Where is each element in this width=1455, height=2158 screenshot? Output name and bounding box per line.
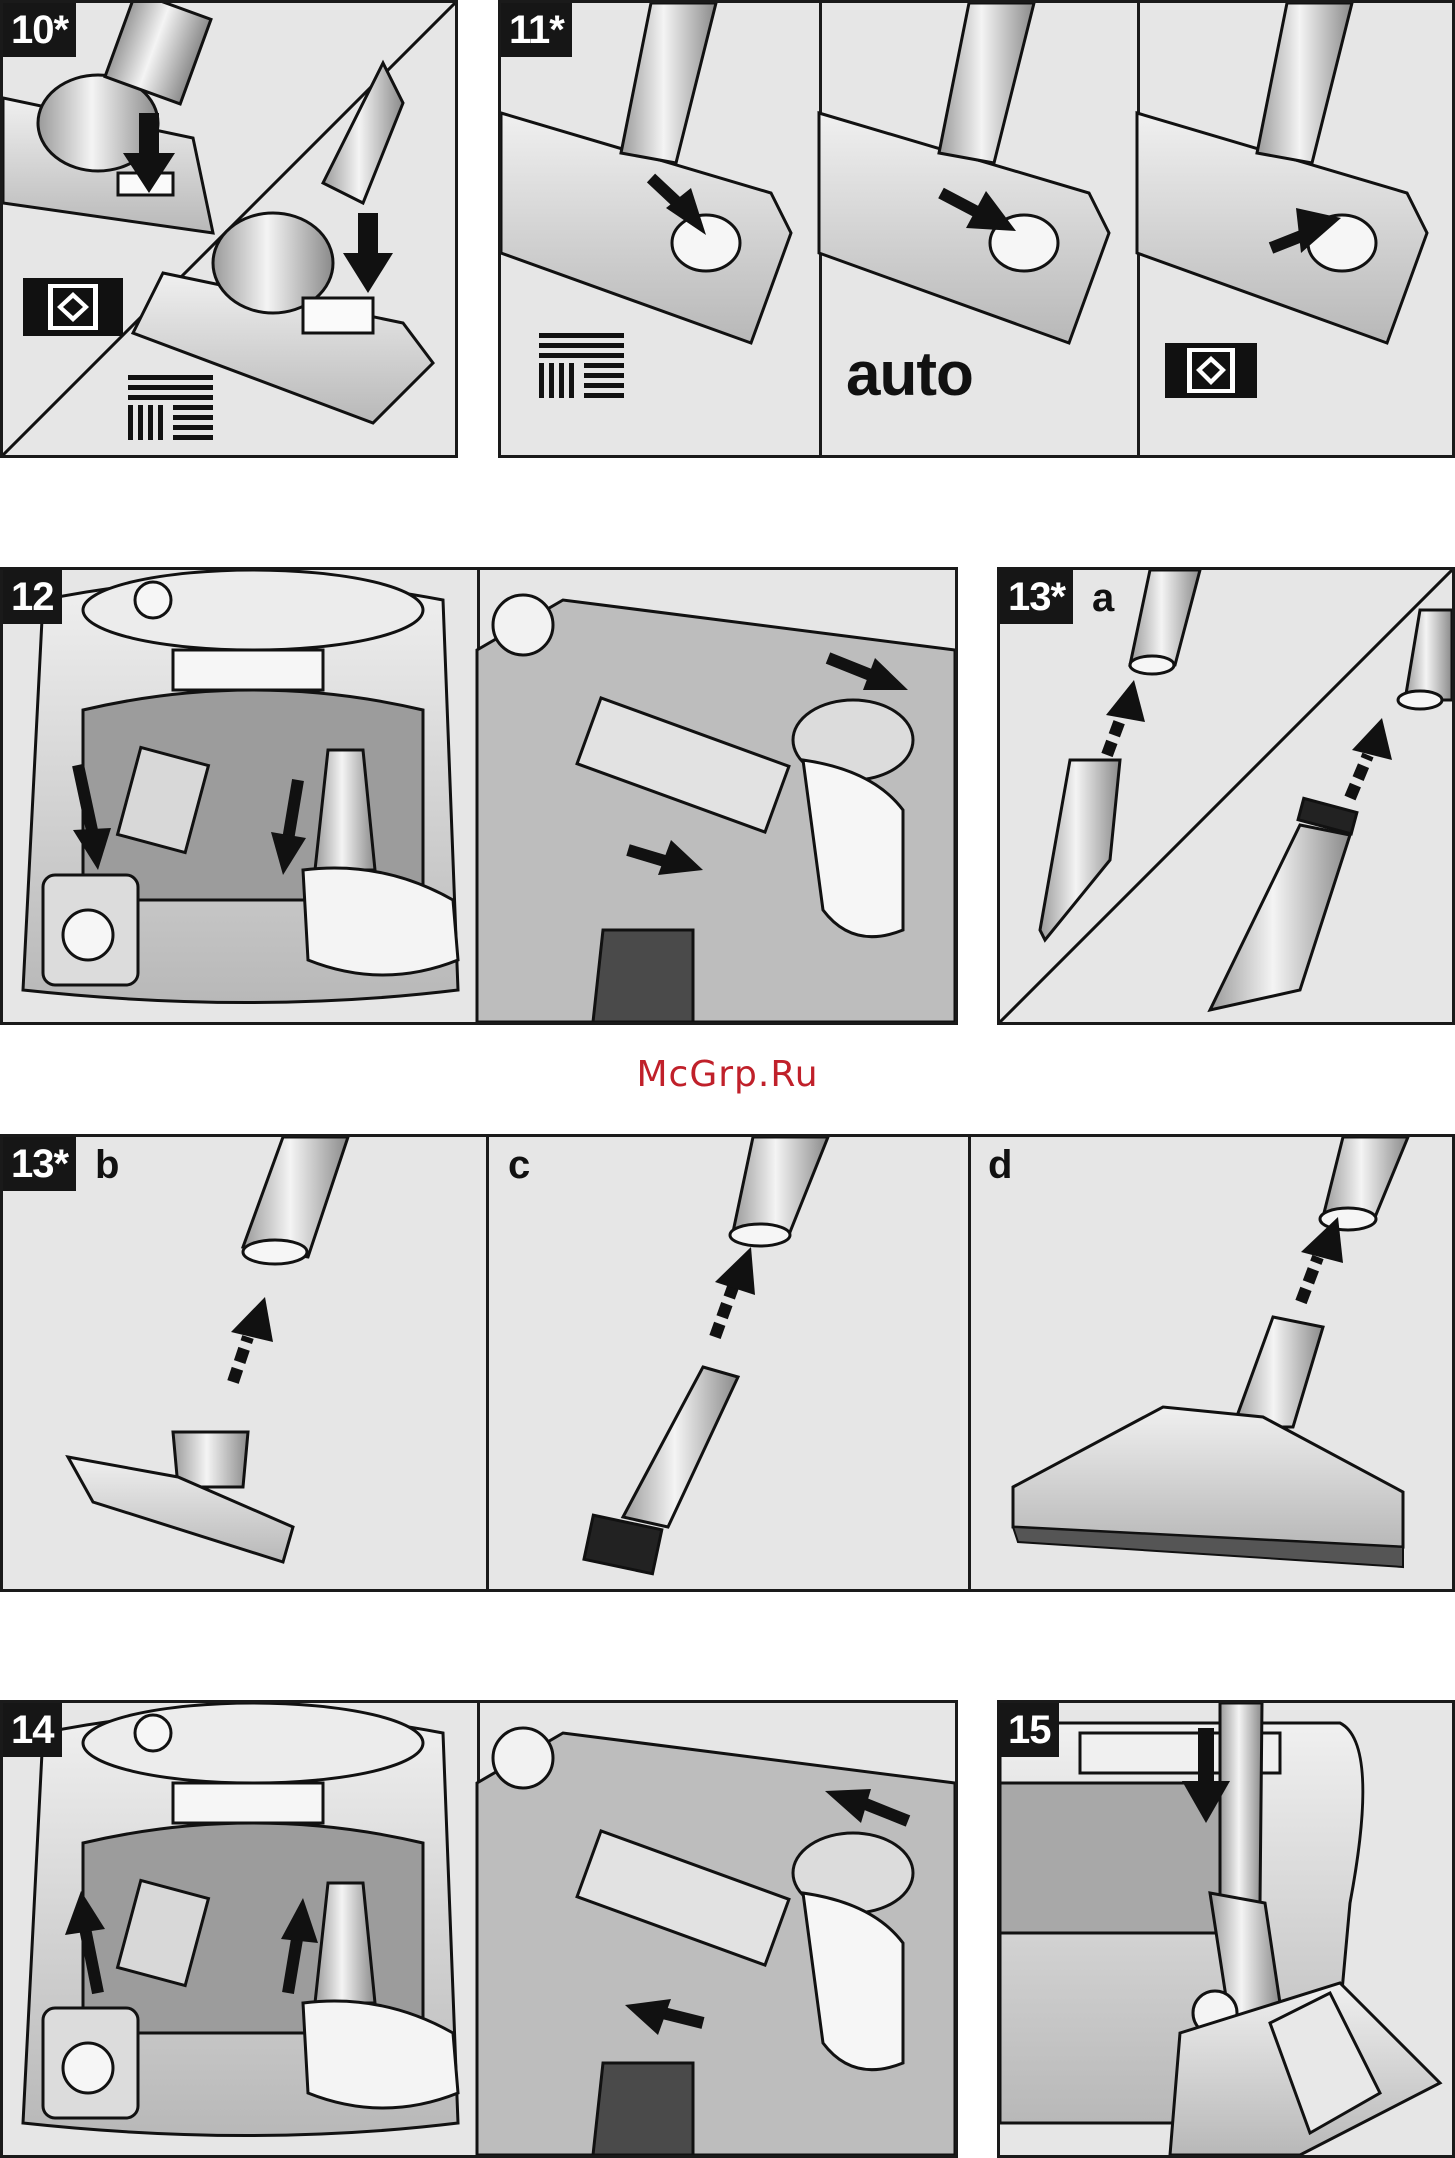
hard-floor-mode-icon [3,3,455,455]
watermark-text: McGrp.Ru [0,1054,1455,1095]
arrow-icon [1000,1703,1452,2155]
figure-number: 13* [3,1137,76,1191]
arrow-icon [1000,570,1452,1022]
figure-number: 14 [3,1703,62,1757]
carpet-mode-icon [501,3,1452,455]
sub-figure-label: d [988,1143,1012,1188]
figure-11-panel: auto 11* [498,0,1455,458]
figure-15-panel: 15 [997,1700,1455,2158]
figure-14-panel: 14 [0,1700,958,2158]
sub-figure-label: a [1092,576,1114,621]
auto-mode-label: auto [846,339,973,410]
figure-number: 10* [3,3,76,57]
sub-figure-label: b [95,1143,119,1188]
figure-number: 12 [3,570,62,624]
figure-number: 13* [1000,570,1073,624]
arrow-icon [3,1137,1452,1589]
sub-figure-label: c [508,1143,530,1188]
figure-13bcd-panel: 13* b c d [0,1134,1455,1592]
arrow-icon [3,570,955,1022]
figure-13a-panel: 13* a [997,567,1455,1025]
figure-number: 15 [1000,1703,1059,1757]
figure-10-panel: 10* [0,0,458,458]
arrow-icon [3,1703,955,2155]
figure-number: 11* [501,3,572,57]
figure-12-panel: 12 [0,567,958,1025]
